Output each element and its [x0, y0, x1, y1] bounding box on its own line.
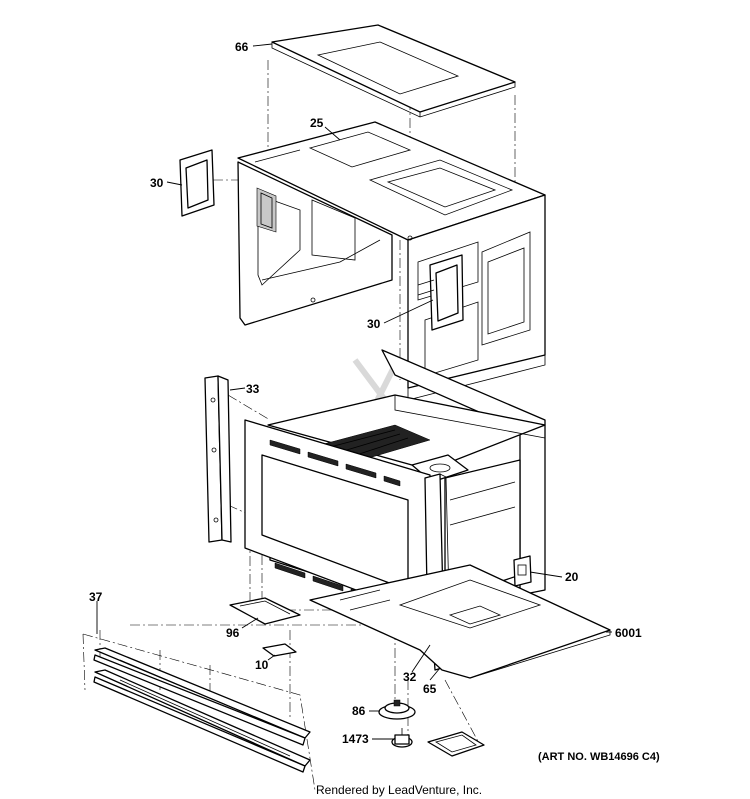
part-10-small-plate[interactable] — [262, 643, 297, 657]
part-33-side-bracket[interactable] — [204, 375, 232, 543]
part-86-stirrer-motor[interactable] — [378, 699, 416, 720]
callout-20: 20 — [565, 570, 579, 584]
callout-30-right: 30 — [367, 317, 381, 331]
part-30-gasket-left[interactable] — [179, 149, 215, 217]
part-6001-base-plate[interactable] — [309, 564, 611, 679]
footer-credit: Rendered by LeadVenture, Inc. — [316, 783, 482, 797]
callout-37: 37 — [89, 590, 103, 604]
callout-1473: 1473 — [342, 732, 369, 746]
part-96-plate[interactable] — [229, 597, 301, 625]
callout-33: 33 — [246, 382, 260, 396]
callout-10: 10 — [255, 658, 269, 672]
art-number: (ART NO. WB14696 C4) — [538, 751, 660, 763]
callout-6001: 6001 — [615, 626, 642, 640]
leader-lines — [96, 43, 612, 740]
callout-30-left: 30 — [150, 176, 164, 190]
callout-labels: 66 25 30 30 33 20 6001 37 96 10 32 65 86… — [89, 40, 642, 746]
part-66-top-panel[interactable] — [271, 24, 516, 118]
front-frame[interactable] — [244, 419, 431, 619]
callout-86: 86 — [352, 704, 366, 718]
part-25-outer-cabinet[interactable] — [237, 121, 546, 401]
part-30-gasket-right[interactable] — [417, 254, 464, 331]
part-1473-turntable-motor[interactable] — [391, 728, 485, 757]
callout-65: 65 — [423, 682, 437, 696]
callout-66: 66 — [235, 40, 249, 54]
part-37-trim-kit[interactable] — [82, 633, 316, 791]
callout-96: 96 — [226, 626, 240, 640]
callout-32: 32 — [403, 670, 417, 684]
callout-25: 25 — [310, 116, 324, 130]
part-20-bracket[interactable] — [513, 555, 532, 587]
